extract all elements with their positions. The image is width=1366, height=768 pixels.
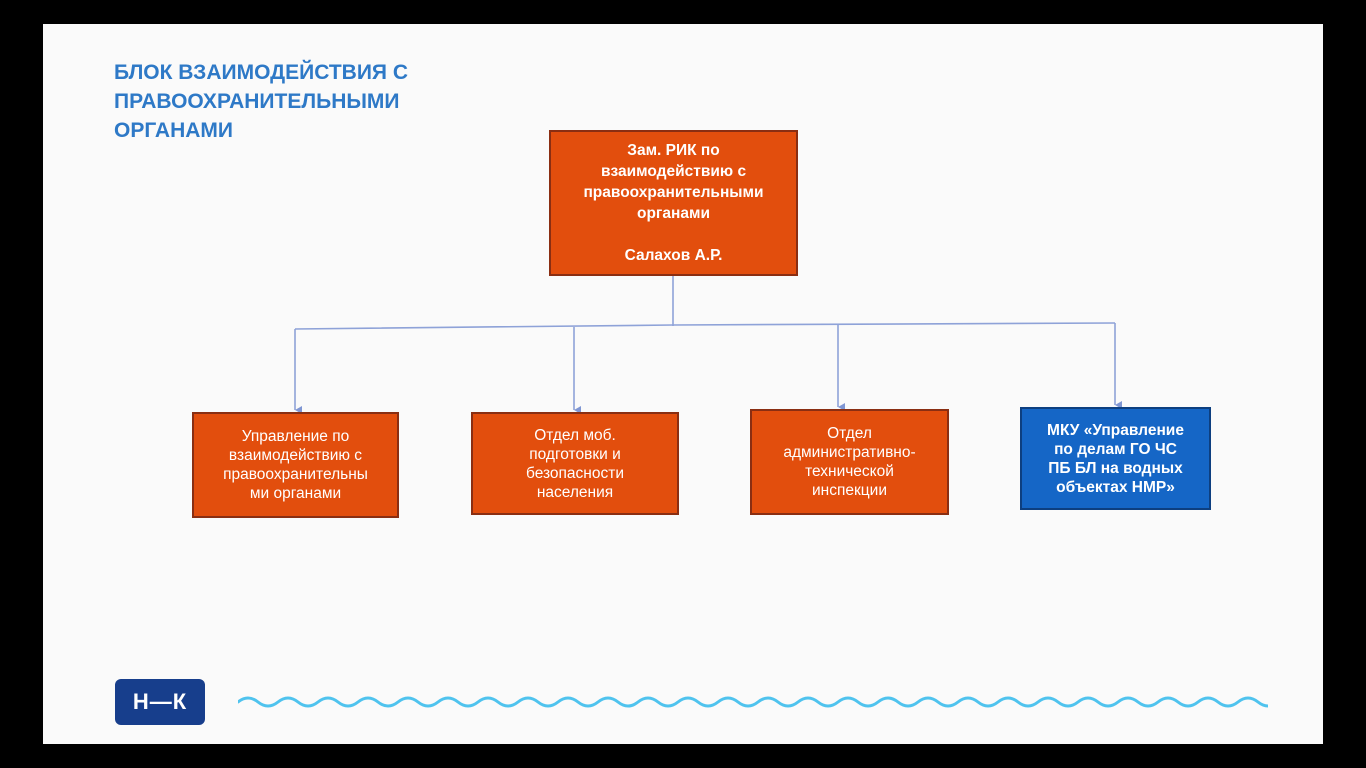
wave-line [238, 696, 1268, 708]
head-line: правоохранительными [583, 184, 764, 201]
unit-line: административно- [783, 444, 916, 461]
unit-line: Управление по [241, 428, 350, 445]
unit-line: МКУ «Управление [1047, 421, 1184, 439]
unit-line: объектах НМР» [1056, 478, 1175, 496]
logo-text: Н—К [132, 689, 188, 714]
unit-line: технической [805, 463, 894, 480]
title-line: БЛОК ВЗАИМОДЕЙСТВИЯ С [114, 61, 409, 84]
title-line: ОРГАНАМИ [114, 119, 234, 142]
unit-box-3: Отдел административно- технической инспе… [750, 409, 949, 515]
unit-line: взаимодействию с [228, 447, 363, 464]
head-line: взаимодействию с [600, 163, 747, 180]
unit-line: по делам ГО ЧС [1054, 440, 1177, 458]
org-chart-connectors [294, 276, 1122, 414]
brand-logo: Н—К [115, 679, 205, 725]
connector-bus [294, 322, 1116, 330]
unit-line: ми органами [249, 485, 342, 502]
unit-line: населения [536, 483, 614, 501]
head-line: органами [637, 205, 710, 222]
title-line: ПРАВООХРАНИТЕЛЬНЫМИ [114, 90, 400, 113]
slide-title: БЛОК ВЗАИМОДЕЙСТВИЯ С ПРАВООХРАНИТЕЛЬНЫМ… [114, 58, 534, 145]
unit-line: правоохранительны [223, 466, 368, 483]
unit-box-2: Отдел моб. подготовки и безопасности нас… [471, 412, 679, 515]
wave-decoration [238, 696, 1268, 708]
head-name: Салахов А.Р. [624, 247, 723, 264]
unit-line: подготовки и [529, 445, 621, 463]
unit-box-4: МКУ «Управление по делам ГО ЧС ПБ БЛ на … [1020, 407, 1211, 510]
unit-box-1: Управление по взаимодействию с правоохра… [192, 412, 399, 518]
slide: БЛОК ВЗАИМОДЕЙСТВИЯ С ПРАВООХРАНИТЕЛЬНЫМ… [43, 24, 1323, 744]
unit-line: Отдел [827, 425, 872, 442]
unit-line: Отдел моб. [534, 426, 616, 444]
unit-line: инспекции [812, 482, 887, 499]
unit-line: безопасности [526, 464, 624, 482]
head-box: Зам. РИК по взаимодействию с правоохрани… [549, 130, 798, 276]
unit-line: ПБ БЛ на водных [1048, 459, 1183, 477]
head-line: Зам. РИК по [627, 142, 720, 159]
